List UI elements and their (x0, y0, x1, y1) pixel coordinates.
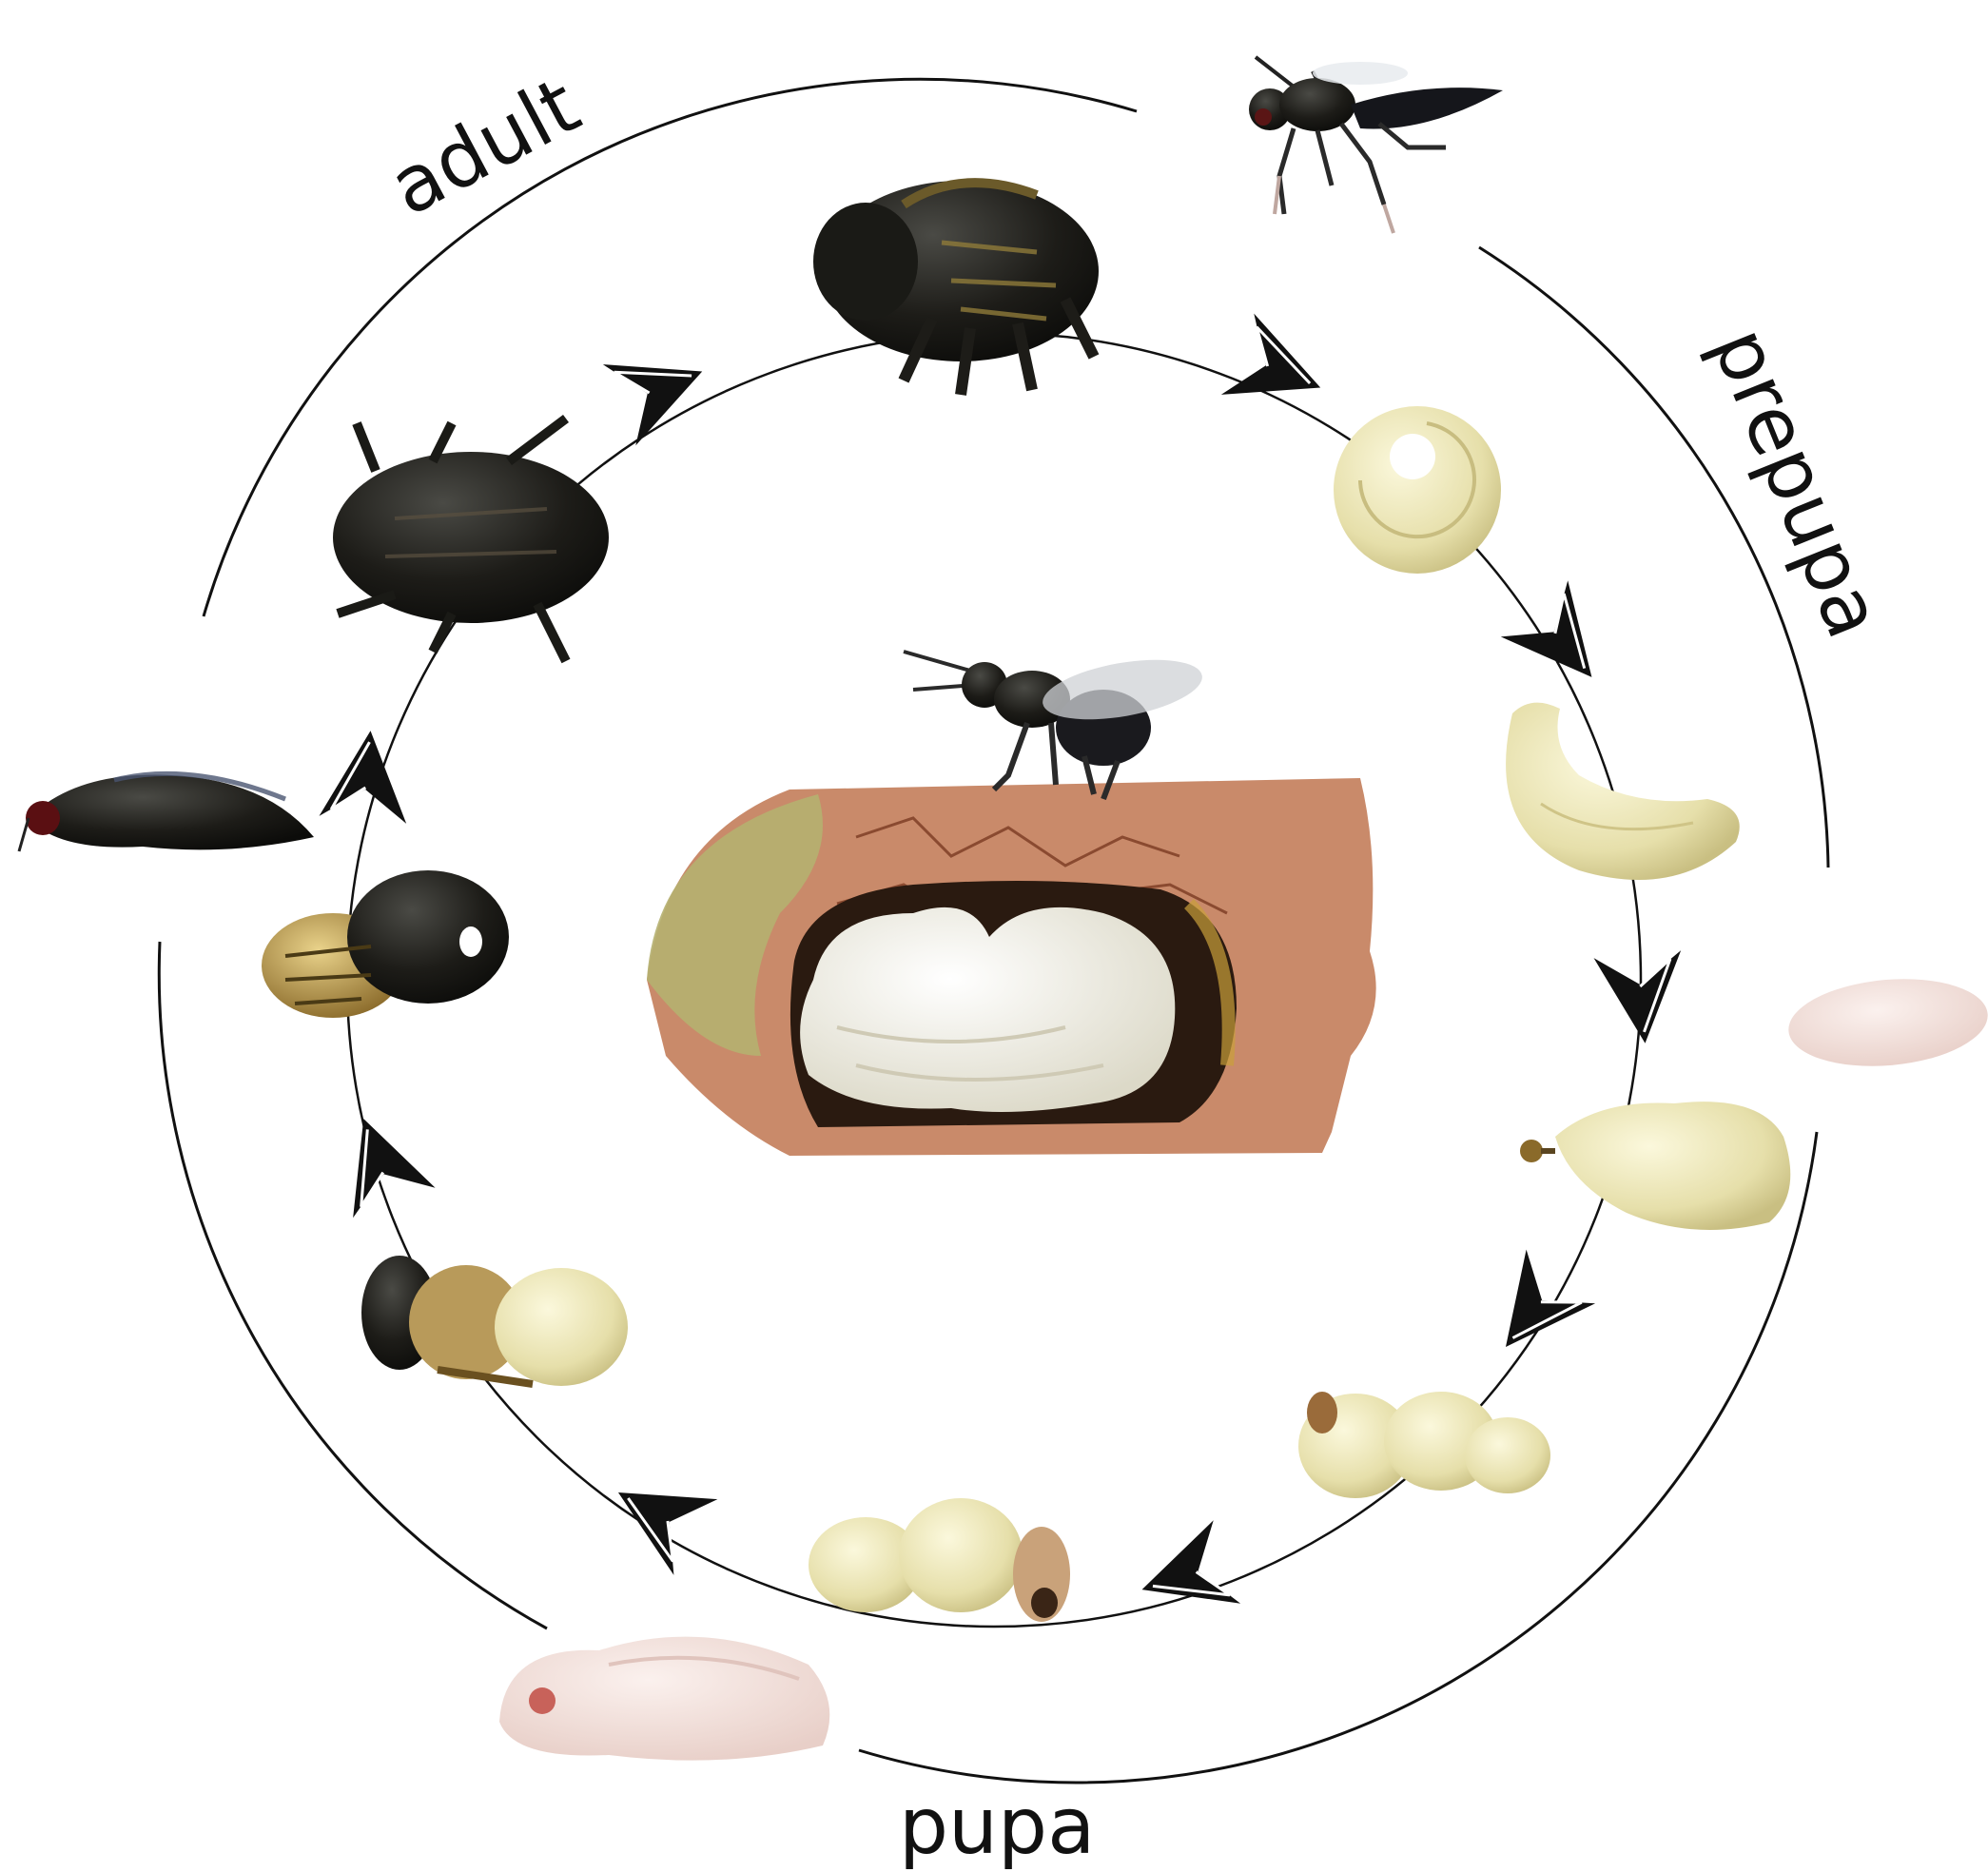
host-larva-crescent (1506, 703, 1740, 880)
host-larva-curled (1334, 406, 1501, 574)
host-larva-pupating-1 (1298, 1392, 1550, 1498)
host-bee-pupa-mid (361, 1256, 628, 1386)
label-adult: adult (376, 61, 594, 234)
parasitoid-wasp-adult-side (19, 773, 314, 851)
label-pupa: pupa (899, 1782, 1095, 1872)
host-bee-dark (333, 419, 609, 661)
arrow-chevron (1472, 1250, 1595, 1375)
parasitoid-wasp-prepupa (1784, 971, 1988, 1074)
host-bee-pupa-late (262, 870, 509, 1018)
arrow-chevron (1128, 1520, 1240, 1631)
arrow-chevron (322, 1103, 436, 1218)
arrow-chevron (603, 331, 719, 446)
host-larva-shrunk (1520, 1102, 1790, 1230)
arrow-chevron (1501, 580, 1626, 705)
arrow-chevron (596, 1454, 717, 1575)
parasitoid-wasp-pupa (499, 1637, 829, 1761)
parasitoid-wasp-ovipositing (904, 650, 1207, 799)
label-prepupa: prepupa (1694, 316, 1900, 651)
arrow-chevron (320, 727, 415, 824)
arrow-chevron (1221, 314, 1337, 429)
host-bee-adult (813, 181, 1099, 395)
host-larva-pupating-2 (809, 1498, 1070, 1622)
leaf-brood-cell-with-larva (647, 778, 1376, 1156)
parasitoid-wasp-adult (1249, 57, 1503, 233)
